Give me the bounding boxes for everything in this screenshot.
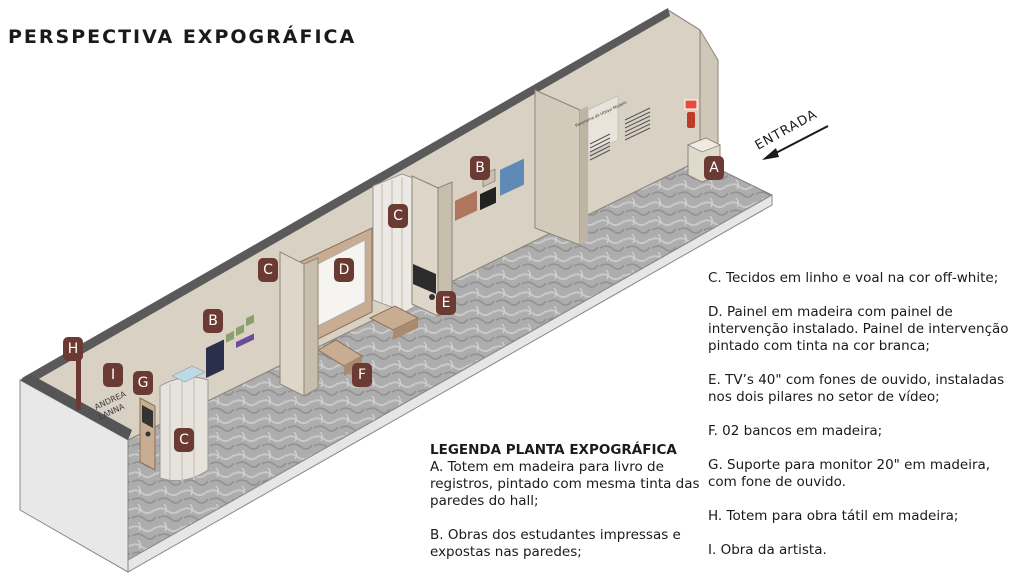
pillar-c-mid (279, 251, 305, 397)
legend-right: C. Tecidos em linho e voal na cor off-wh… (708, 270, 1014, 559)
wall-text-panel-1 (587, 95, 619, 155)
marker-c-left: C (174, 428, 194, 452)
legend-item-f: F. 02 bancos em madeira; (708, 423, 883, 439)
legend-item-d: D. Painel em madeira com painel de inter… (708, 304, 1009, 354)
marker-b-left: B (203, 309, 223, 333)
legend-item-b: B. Obras dos estudantes impressas e expo… (430, 527, 681, 560)
marker-i: I (103, 363, 123, 387)
svg-text:G: G (138, 375, 149, 391)
page-title: PERSPECTIVA EXPOGRÁFICA (8, 26, 357, 48)
marker-a: A (704, 156, 724, 180)
svg-text:H: H (68, 341, 79, 357)
marker-h: H (63, 337, 83, 361)
tv-e (413, 264, 436, 294)
svg-text:B: B (208, 313, 218, 329)
svg-text:C: C (179, 432, 189, 448)
marker-g: G (133, 371, 153, 395)
legend-item-g: G. Suporte para monitor 20" em madeira, … (708, 457, 991, 490)
legend-left: LEGENDA PLANTA EXPOGRÁFICA A. Totem em m… (430, 442, 700, 561)
fire-extinguisher-icon (687, 112, 695, 128)
svg-text:C: C (393, 208, 403, 224)
legend-item-c: C. Tecidos em linho e voal na cor off-wh… (708, 270, 999, 286)
wall-top (22, 8, 670, 384)
student-artworks-b-right (455, 158, 524, 221)
wall-text-lines (589, 107, 651, 161)
marker-f: F (352, 363, 372, 387)
pilaster-right-face (580, 106, 588, 245)
student-artworks-b-left (206, 314, 254, 378)
marker-b-right: B (470, 156, 490, 180)
svg-text:E: E (442, 295, 451, 311)
legend-item-i: I. Obra da artista. (708, 542, 827, 558)
pilaster-right (534, 89, 581, 246)
totem-h (76, 360, 81, 410)
marker-c-right: C (388, 204, 408, 228)
svg-text:A: A (709, 160, 719, 176)
entrance-arrow-icon (762, 125, 829, 160)
marker-e: E (436, 291, 456, 315)
svg-text:F: F (358, 367, 366, 383)
svg-text:B: B (475, 160, 485, 176)
legend-item-e: E. TV’s 40" com fones de ouvido, instala… (708, 372, 1005, 405)
svg-text:D: D (339, 262, 350, 278)
svg-text:I: I (111, 367, 115, 383)
marker-c-mid: C (258, 258, 278, 282)
marker-d: D (334, 258, 354, 282)
legend-item-a: A. Totem em madeira para livro de regist… (430, 459, 700, 509)
svg-text:C: C (263, 262, 273, 278)
headphone-icon (429, 294, 435, 300)
legend-title: LEGENDA PLANTA EXPOGRÁFICA (430, 442, 677, 458)
legend-item-h: H. Totem para obra tátil em madeira; (708, 508, 959, 524)
